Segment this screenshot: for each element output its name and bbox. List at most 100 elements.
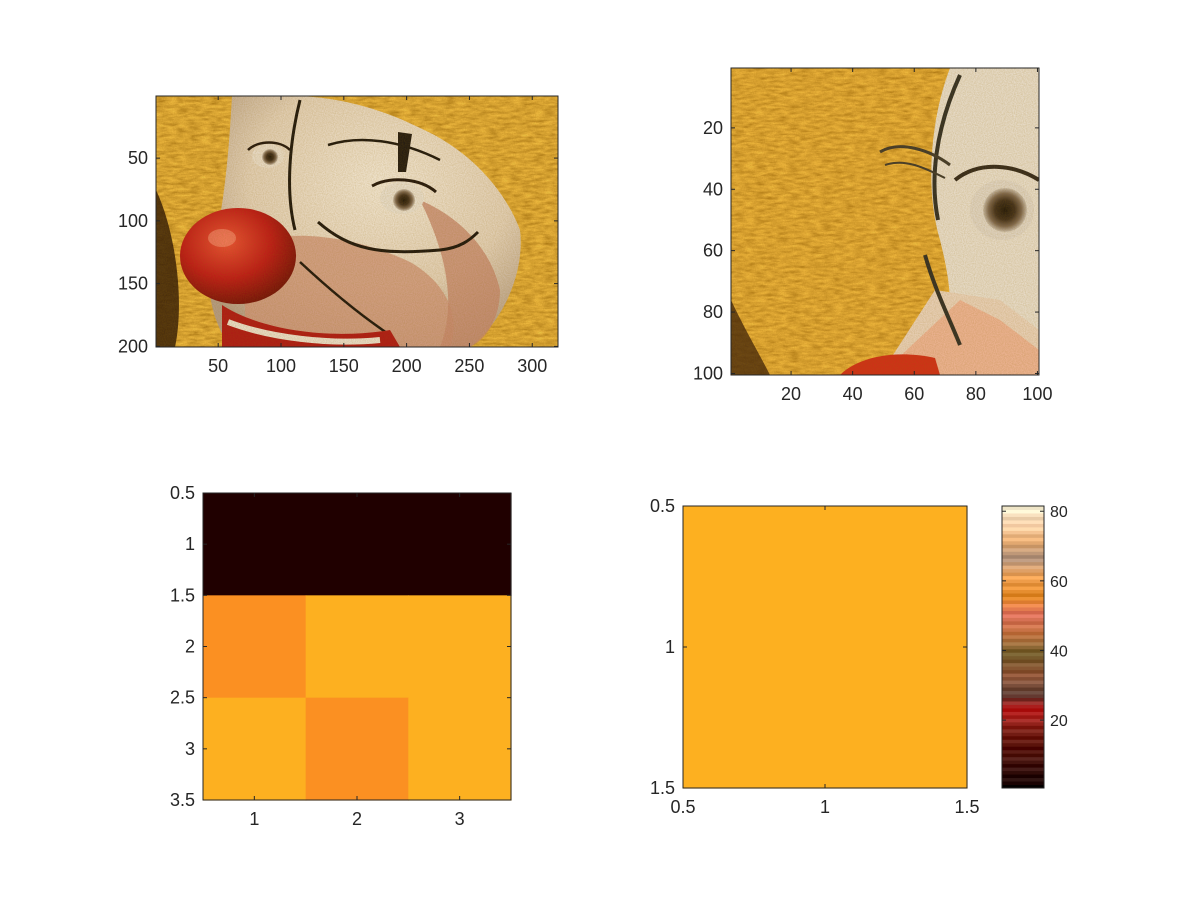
colorbar-band [1002, 659, 1044, 664]
x-tick-label: 3 [455, 809, 465, 829]
y-tick-label: 1 [665, 637, 675, 657]
colorbar-band [1002, 781, 1044, 786]
heatmap-cell-r2-c2 [305, 595, 409, 699]
colorbar-band [1002, 687, 1044, 692]
x-tick-label: 80 [966, 384, 986, 404]
y-tick-label: 50 [128, 148, 148, 168]
colorbar-band [1002, 523, 1044, 528]
y-tick-label: 1.5 [650, 778, 675, 798]
colorbar-band [1002, 516, 1044, 521]
colorbar-band [1002, 662, 1044, 667]
colorbar-band [1002, 631, 1044, 636]
y-tick-label: 40 [703, 179, 723, 199]
colorbar-band [1002, 680, 1044, 685]
colorbar-band [1002, 540, 1044, 545]
colorbar-band [1002, 638, 1044, 643]
colorbar-band [1002, 711, 1044, 716]
colorbar-band [1002, 547, 1044, 552]
colorbar-band [1002, 704, 1044, 709]
y-tick-label: 0.5 [170, 483, 195, 503]
colorbar-band [1002, 676, 1044, 681]
colorbar-band [1002, 645, 1044, 650]
colorbar-band [1002, 763, 1044, 768]
colorbar-band [1002, 593, 1044, 598]
colorbar-band [1002, 627, 1044, 632]
x-tick-label: 0.5 [670, 797, 695, 817]
colorbar-bands [1002, 506, 1044, 789]
colorbar-band [1002, 742, 1044, 747]
heatmap-cell-r1-c3 [408, 493, 512, 596]
colorbar-band [1002, 606, 1044, 611]
x-tick-label: 300 [517, 356, 547, 376]
colorbar-band [1002, 694, 1044, 698]
heatmap-cell-r1-c2 [305, 493, 409, 596]
colorbar-tick-label: 80 [1050, 504, 1068, 521]
colorbar-band [1002, 673, 1044, 678]
colorbar-band [1002, 596, 1044, 601]
colorbar-band [1002, 648, 1044, 653]
colorbar-band [1002, 669, 1044, 674]
colorbar-band [1002, 610, 1044, 615]
colorbar-band [1002, 620, 1044, 625]
colorbar-band [1002, 589, 1044, 594]
y-tick-label: 20 [703, 118, 723, 138]
colorbar-band [1002, 735, 1044, 740]
colorbar-band [1002, 697, 1044, 702]
axes-box [155, 95, 559, 348]
colorbar-band [1002, 634, 1044, 639]
colorbar-band [1002, 700, 1044, 705]
colorbar-band [1002, 739, 1044, 744]
colorbar-band [1002, 749, 1044, 754]
colorbar-box [1001, 505, 1045, 789]
colorbar-band [1002, 774, 1044, 779]
colorbar-band [1002, 617, 1044, 622]
colorbar-band [1002, 558, 1044, 563]
colorbar-band [1002, 784, 1044, 789]
clown-image [156, 96, 558, 347]
colorbar-band [1002, 624, 1044, 629]
colorbar-band [1002, 568, 1044, 573]
axes-box [730, 67, 1040, 376]
y-tick-label: 60 [703, 241, 723, 261]
x-tick-label: 20 [781, 384, 801, 404]
heatmap-cell-r1-c1 [203, 493, 307, 596]
x-tick-label: 1 [249, 809, 259, 829]
colorbar-band [1002, 575, 1044, 580]
colorbar-band [1002, 725, 1044, 730]
y-tick-label: 100 [118, 211, 148, 231]
colorbar-band [1002, 746, 1044, 751]
x-tick-label: 60 [904, 384, 924, 404]
colorbar-band [1002, 530, 1044, 535]
colorbar-tick-label: 60 [1050, 574, 1068, 591]
colorbar-band [1002, 760, 1044, 765]
colorbar-band [1002, 728, 1044, 733]
x-tick-label: 200 [392, 356, 422, 376]
colorbar-band [1002, 721, 1044, 726]
x-tick-label: 1.5 [954, 797, 979, 817]
x-tick-label: 100 [1022, 384, 1052, 404]
x-tick-label: 50 [208, 356, 228, 376]
colorbar-band [1002, 509, 1044, 514]
colorbar-band [1002, 718, 1044, 723]
colorbar-band [1002, 537, 1044, 542]
colorbar-tick-label: 40 [1050, 643, 1068, 660]
clown-crop-image [731, 68, 1039, 375]
y-tick-label: 1 [185, 534, 195, 554]
colorbar-band [1002, 582, 1044, 587]
colorbar-band [1002, 641, 1044, 646]
colorbar-band [1002, 732, 1044, 737]
heatmap-cell-r3-c3 [408, 697, 512, 801]
heatmap-cell-r2-c1 [203, 595, 307, 699]
colorbar-band [1002, 655, 1044, 660]
heatmap-cell-r2-c3 [408, 595, 512, 699]
colorbar-band [1002, 586, 1044, 591]
